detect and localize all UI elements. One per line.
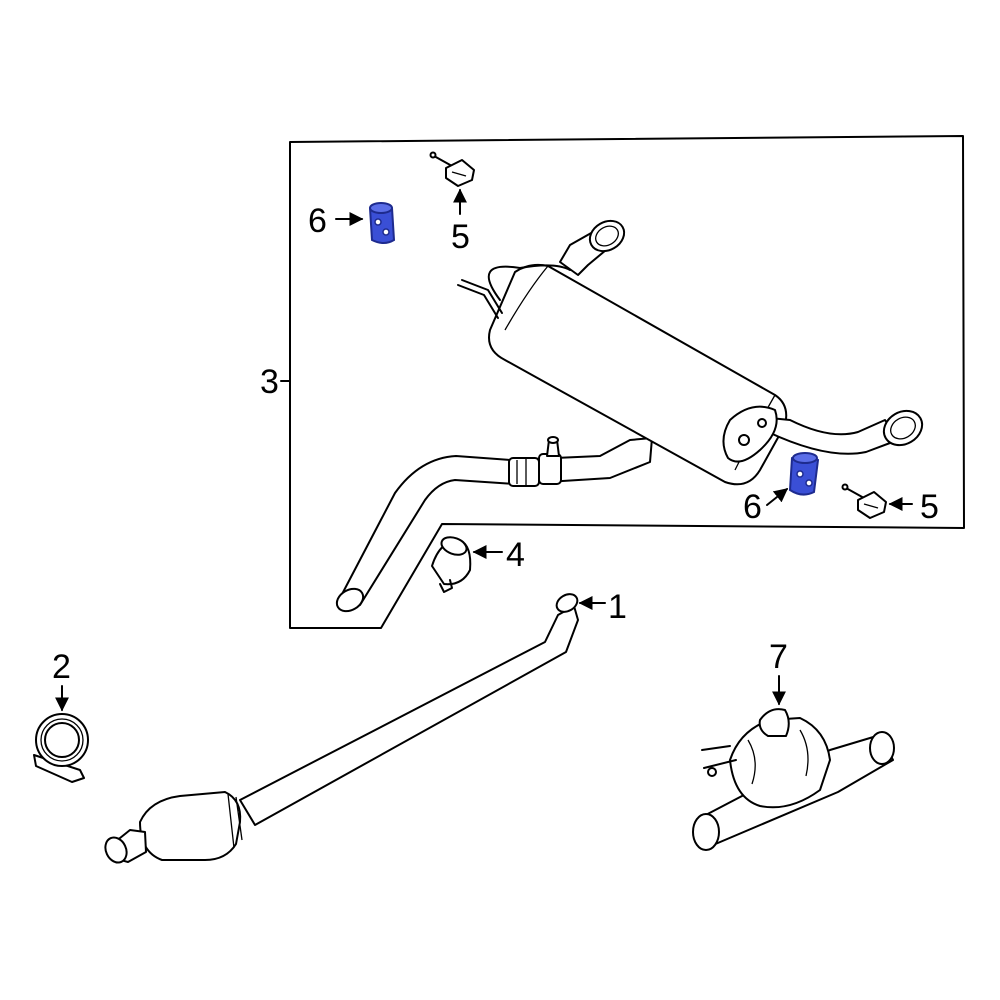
callout-5-right: 5	[920, 488, 939, 526]
callout-7: 7	[769, 638, 788, 676]
callout-6-bottom: 6	[743, 488, 762, 526]
callout-6-top: 6	[308, 202, 327, 240]
bolt-clip-5-top[interactable]	[429, 151, 475, 187]
callout-3: 3	[260, 363, 279, 401]
hanger-insulator-6-top[interactable]	[368, 202, 396, 244]
leader-arrows	[55, 188, 913, 712]
assembly-box-3	[280, 135, 965, 629]
callout-4: 4	[506, 536, 525, 574]
muffler-assembly[interactable]	[333, 215, 928, 616]
callout-2: 2	[52, 648, 71, 686]
bolt-clip-5-right[interactable]	[841, 483, 887, 519]
front-pipe-1[interactable]	[101, 591, 580, 866]
clamp-4[interactable]	[431, 534, 472, 593]
hanger-insulator-6-bottom[interactable]	[788, 452, 820, 496]
gasket-2[interactable]	[33, 713, 89, 783]
callout-1: 1	[608, 588, 627, 626]
resonator-7[interactable]	[692, 708, 895, 851]
callout-5-top: 5	[451, 218, 470, 256]
